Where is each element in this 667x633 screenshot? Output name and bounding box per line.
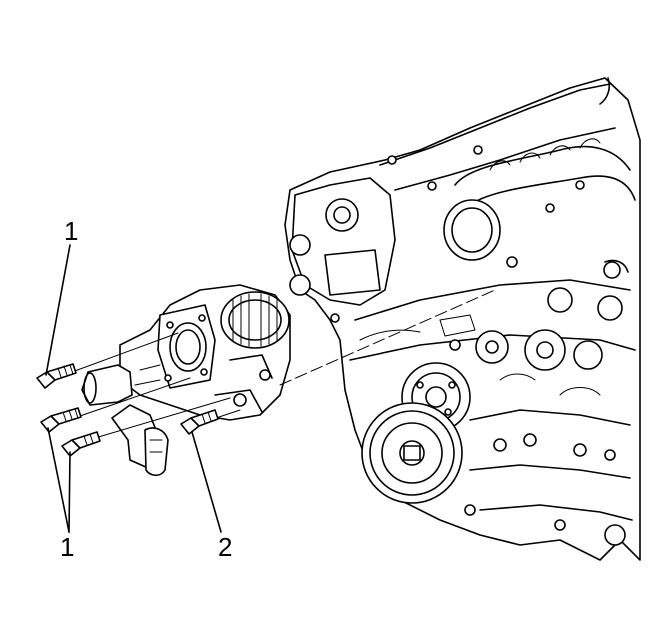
callout-label-1-bottom: 1 bbox=[60, 532, 75, 562]
alignment-lines bbox=[71, 289, 496, 439]
engine-assembly bbox=[284, 77, 641, 561]
bolt-upper-left bbox=[36, 363, 77, 389]
bolt-item-2 bbox=[180, 409, 219, 435]
callout-label-1-top: 1 bbox=[64, 216, 79, 246]
bolt-lower-left bbox=[61, 431, 101, 457]
water-pump-housing bbox=[119, 284, 291, 421]
inlet-elbow bbox=[81, 364, 169, 477]
leader-lines bbox=[45, 244, 222, 533]
bolt-middle-left bbox=[40, 407, 82, 433]
callout-label-2: 2 bbox=[218, 532, 233, 562]
